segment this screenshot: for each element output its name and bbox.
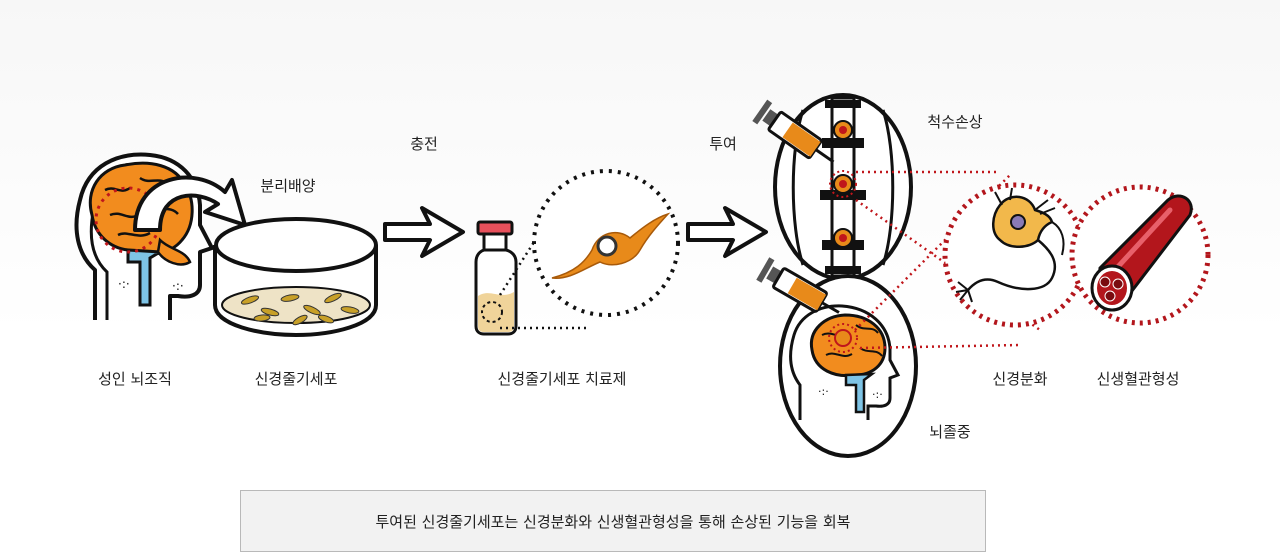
label-neural-differentiation: 신경분화 — [992, 370, 1048, 388]
summary-text: 투여된 신경줄기세포는 신경분화와 신생혈관형성을 통해 손상된 기능을 회복 — [375, 512, 851, 531]
neuron-icon — [955, 187, 1065, 303]
syringe-brain-icon — [756, 257, 840, 314]
petri-dish-icon — [213, 217, 378, 338]
label-stroke: 뇌졸중 — [929, 423, 971, 441]
label-angiogenesis: 신생혈관형성 — [1096, 370, 1180, 388]
svg-text:·:·: ·:· — [872, 388, 883, 401]
svg-text:·:·: ·:· — [818, 385, 829, 398]
svg-text:·:·: ·:· — [172, 279, 184, 293]
label-isolation-culture: 분리배양 — [260, 177, 316, 195]
label-adult-brain-tissue: 성인 뇌조직 — [98, 370, 172, 388]
blood-vessel-icon — [1090, 194, 1193, 312]
therapeutic-vial-icon — [474, 220, 518, 336]
svg-text:·:·: ·:· — [118, 277, 130, 291]
label-spinal-cord-injury: 척수손상 — [927, 113, 983, 131]
label-nsc-therapeutic: 신경줄기세포 치료제 — [497, 370, 627, 388]
label-filling: 충전 — [410, 135, 438, 153]
process-diagram: ·:· ·:· — [74, 93, 1211, 458]
label-neural-stem-cell: 신경줄기세포 — [254, 370, 338, 388]
isolation-curved-arrow — [133, 175, 247, 232]
summary-box: 투여된 신경줄기세포는 신경분화와 신생혈관형성을 통해 손상된 기능을 회복 — [240, 490, 986, 552]
administration-arrow — [686, 206, 768, 258]
stem-cell-icon — [551, 212, 671, 279]
syringe-spine-icon — [752, 99, 835, 164]
filling-arrow — [383, 206, 465, 258]
zoom-line-top — [498, 224, 547, 296]
spine-vertebrae-icon — [820, 96, 866, 278]
label-administration: 투여 — [709, 135, 737, 153]
